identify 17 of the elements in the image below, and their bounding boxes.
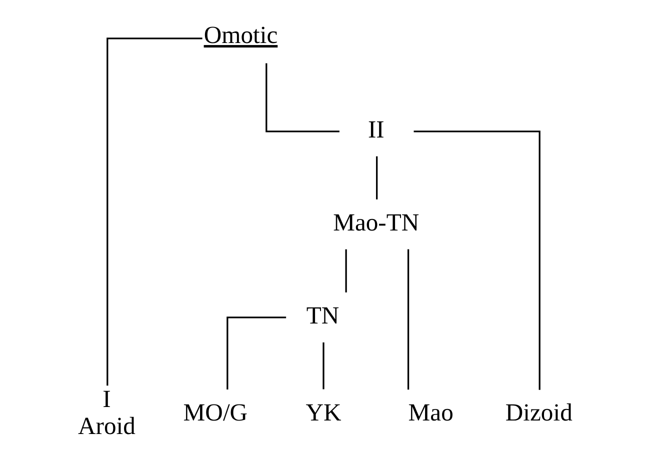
connector (406, 249, 409, 390)
node-text: I Aroid (77, 386, 135, 440)
node-text: Omotic (203, 22, 278, 50)
connector (344, 249, 346, 292)
node-text: II (367, 116, 384, 144)
node-text: Mao-TN (332, 209, 419, 236)
node-text: MO/G (182, 400, 248, 427)
connector (226, 316, 286, 390)
node-text: YK (305, 400, 341, 427)
node-text: Mao (408, 400, 453, 427)
node-text: Dizoid (504, 400, 572, 427)
connector (376, 156, 378, 200)
node-text: TN (306, 302, 339, 330)
connector (265, 63, 339, 132)
connector (322, 342, 324, 390)
connector (106, 38, 202, 386)
connector (413, 130, 540, 390)
